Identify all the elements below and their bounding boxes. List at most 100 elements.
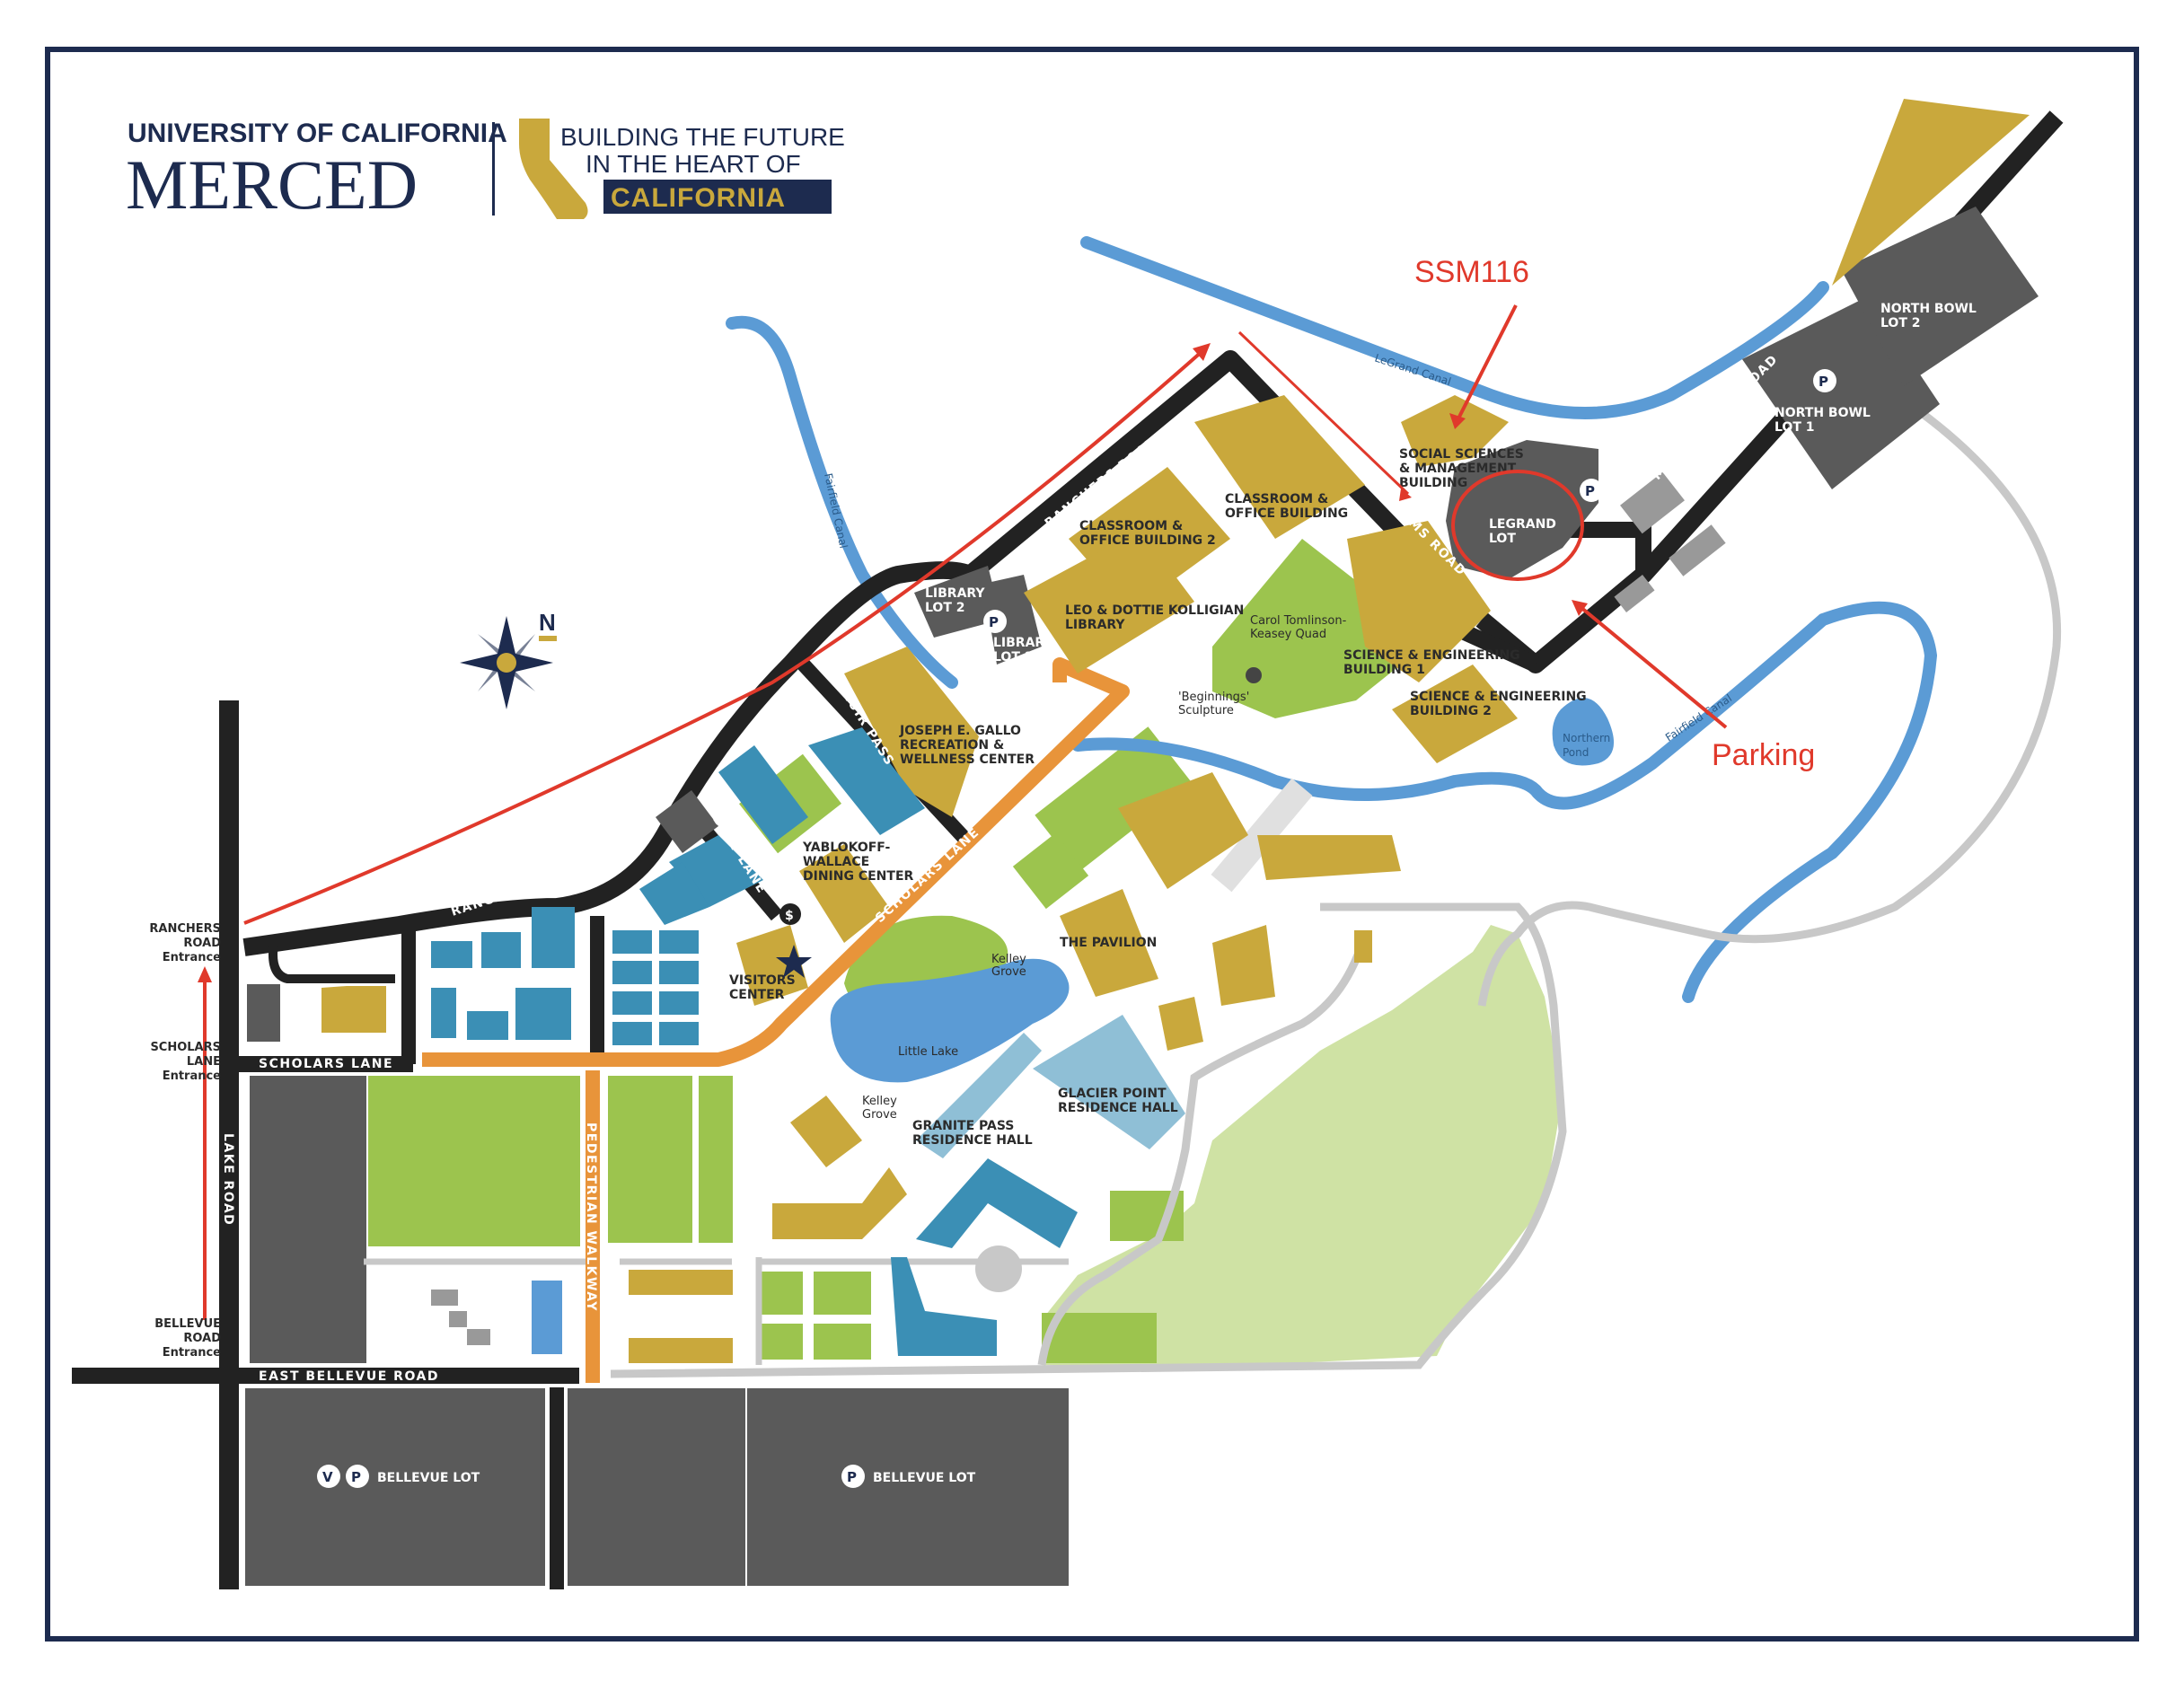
bldg-s-1 — [629, 1270, 733, 1295]
label-se2-1: SCIENCE & ENGINEERING — [1410, 690, 1587, 704]
res-a-1 — [431, 941, 472, 968]
label-dining-2: WALLACE — [803, 855, 869, 869]
granite-light — [916, 1033, 1042, 1158]
brand-tag1: BUILDING THE FUTURE — [560, 123, 845, 151]
annotation-ssm: SSM116 — [1414, 255, 1529, 289]
field-small-1 — [762, 1272, 803, 1315]
entrance-labels: RANCHERS ROAD Entrance SCHOLARS LANE Ent… — [149, 922, 221, 1360]
parking-icon-bellevue-e-text: P — [847, 1469, 857, 1485]
label-kelley-grove-n-2: Grove — [991, 965, 1026, 979]
entrance-bellevue-2: ROAD — [183, 1332, 221, 1345]
label-fairfield-canal-e: Fairfield Canal — [1663, 691, 1734, 744]
label-nb1-2: LOT 1 — [1774, 420, 1815, 435]
res-block-1 — [612, 930, 652, 954]
road-label-scholars-h: SCHOLARS LANE — [259, 1057, 393, 1071]
parking-icons: P P P V P P $ — [317, 369, 1836, 1488]
entrance-ranchers-2: ROAD — [183, 937, 221, 950]
label-ssm-3: BUILDING — [1399, 476, 1467, 490]
res-block-4 — [659, 961, 699, 984]
parking-icon-legrand — [1580, 479, 1603, 502]
res-a-4 — [431, 988, 456, 1038]
residence-halls — [431, 727, 1078, 1356]
label-library-1: LEO & DOTTIE KOLLIGIAN — [1065, 603, 1244, 618]
label-gallo-2: RECREATION & — [900, 738, 1004, 753]
se2-building — [1392, 665, 1518, 763]
dining-center — [799, 844, 889, 943]
parking-icon-bellevue-w-text: P — [351, 1469, 361, 1485]
entrance-bellevue-3: Entrance — [163, 1346, 221, 1360]
label-beginnings-1: 'Beginnings' — [1178, 691, 1249, 704]
res-a-6 — [515, 988, 571, 1040]
entrance-arrow-head — [198, 966, 212, 982]
south-path — [364, 1257, 1069, 1365]
visitor-icon-bellevue — [317, 1465, 340, 1488]
bottom-lot-gray-2 — [449, 1311, 467, 1327]
bldg-ne-1 — [1118, 772, 1248, 889]
label-glacier-2: RESIDENCE HALL — [1058, 1101, 1178, 1115]
res-a-3 — [532, 907, 575, 968]
bldg-e-1 — [1158, 997, 1203, 1051]
annotation-parking: Parking — [1712, 738, 1815, 772]
label-dining-1: YABLOKOFF- — [802, 841, 890, 855]
label-lib2-2: LOT 2 — [925, 601, 965, 615]
label-beginnings-2: Sculpture — [1178, 704, 1234, 717]
bottom-lot-gray-1 — [431, 1290, 458, 1306]
ranchers-loop — [269, 942, 395, 983]
california-outline-icon — [519, 119, 588, 219]
label-se2-2: BUILDING 2 — [1410, 704, 1492, 718]
granite-pass-hall — [916, 1158, 1078, 1248]
field-small-3 — [762, 1324, 803, 1360]
parking-icon-nb1 — [1813, 369, 1836, 392]
label-cob-1: CLASSROOM & — [1225, 492, 1328, 506]
legrand-lot — [1446, 440, 1598, 579]
road-label-east-bellevue: EAST BELLEVUE ROAD — [259, 1369, 439, 1384]
label-cob2-2: OFFICE BUILDING 2 — [1079, 533, 1216, 548]
res-block-3 — [612, 961, 652, 984]
brand-tag2: IN THE HEART OF — [586, 150, 801, 178]
cashier-icon-text: $ — [785, 909, 794, 923]
bellevue-lot-east — [747, 1388, 1069, 1586]
parking-arrow-line — [1579, 605, 1728, 729]
route-arrow-head — [1193, 343, 1211, 361]
brand-line2: MERCED — [126, 145, 418, 224]
label-bellevue-e: BELLEVUE LOT — [873, 1471, 976, 1485]
parking-icon-nb1-text: P — [1819, 374, 1828, 390]
se-bldg-gray-3 — [1614, 575, 1655, 612]
label-cob-2: OFFICE BUILDING — [1225, 506, 1348, 521]
res-hall-4 — [639, 862, 709, 925]
ssm-arrow-line — [1455, 304, 1518, 423]
label-little-lake: Little Lake — [898, 1045, 958, 1059]
res-circle — [975, 1245, 1022, 1292]
label-legrand-1: LEGRAND — [1489, 517, 1556, 532]
visitors-center-star-icon — [776, 945, 812, 978]
brand-tag3-bg — [603, 180, 832, 214]
label-ssm-2: & MANAGEMENT — [1399, 462, 1517, 476]
cob-building — [1194, 395, 1365, 539]
label-fairfield-canal-w: Fairfield Canal — [822, 472, 850, 550]
bottom-lot-gray-3 — [467, 1329, 490, 1345]
label-lib2-1: LIBRARY — [925, 586, 985, 601]
field-small-4 — [814, 1324, 871, 1360]
res-hall-1 — [718, 745, 808, 844]
brand-divider — [492, 122, 495, 216]
visitors-center — [736, 925, 808, 1006]
bldg-s-2 — [629, 1338, 733, 1363]
label-se1-1: SCIENCE & ENGINEERING — [1343, 648, 1520, 663]
label-kelley-grove-s-2: Grove — [862, 1108, 897, 1122]
ansel-red-head — [1399, 489, 1412, 501]
label-pavilion: THE PAVILION — [1060, 936, 1157, 950]
res-block-6 — [659, 991, 699, 1015]
se-bldg-gray-1 — [1620, 471, 1685, 534]
parking-icon-legrand-text: P — [1585, 483, 1595, 499]
field-n-east-1 — [1035, 726, 1193, 872]
label-visitors-1: VISITORS — [729, 973, 796, 988]
residence-light — [916, 1015, 1185, 1158]
fairfield-canal-west — [726, 315, 958, 689]
field-mid-1 — [608, 1076, 692, 1243]
cashier-icon — [779, 903, 801, 925]
label-quad-2: Keasey Quad — [1250, 628, 1326, 641]
brand-line1: UNIVERSITY OF CALIFORNIA — [128, 119, 507, 148]
label-lib1-1: LIBRARY — [993, 636, 1053, 650]
ansel-red-line — [1237, 330, 1410, 496]
